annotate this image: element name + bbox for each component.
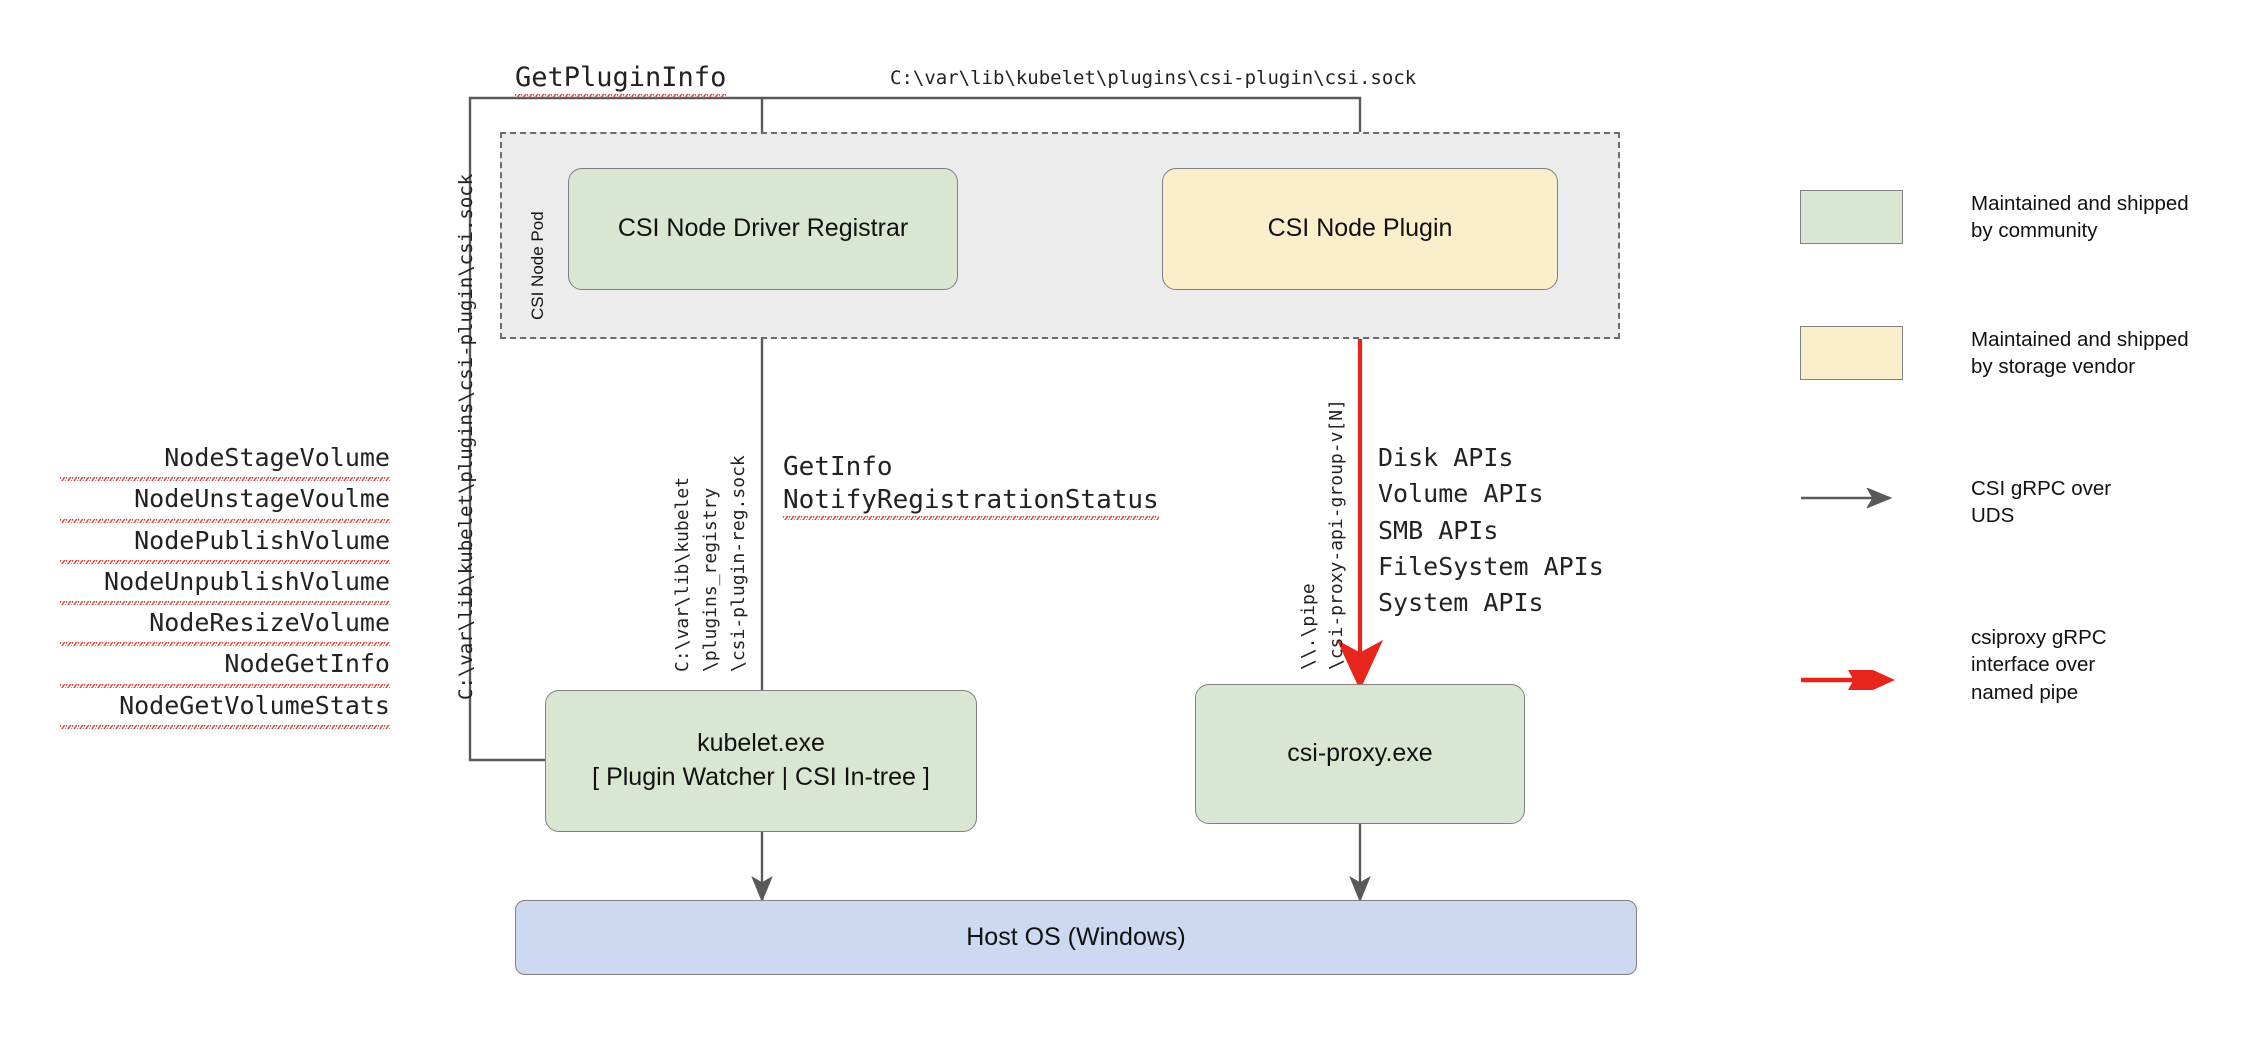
node-label: CSI Node Plugin xyxy=(1267,214,1453,243)
node-csi-proxy-exe[interactable]: csi-proxy.exe xyxy=(1195,684,1525,824)
api-item: NodePublishVolume xyxy=(60,522,390,564)
node-label: CSI Node Driver Registrar xyxy=(617,214,909,243)
api-item: NodeUnpublishVolume xyxy=(60,563,390,605)
node-csi-node-driver-registrar[interactable]: CSI Node Driver Registrar xyxy=(568,168,958,290)
csi-node-pod-label: CSI Node Pod xyxy=(528,211,547,320)
label-get-info: GetInfo xyxy=(783,452,893,482)
api-item: NodeUnstageVoulme xyxy=(60,481,390,523)
wire-kubelet-to-node-plugin xyxy=(468,96,762,762)
legend-label: csiproxy gRPC interface over named pipe xyxy=(1971,626,2107,704)
api-item: NodeResizeVolume xyxy=(60,605,390,647)
api-item: SMB APIs xyxy=(1378,515,1499,545)
legend-label: Maintained and shipped by storage vendor xyxy=(1971,328,2189,379)
api-item: NodeGetVolumeStats xyxy=(60,687,390,729)
label-get-plugin-info: GetPluginInfo xyxy=(515,62,727,98)
label-named-pipe-line1: \\.\pipe xyxy=(1298,583,1319,670)
api-item: NodeStageVolume xyxy=(60,440,390,482)
node-service-api-list: NodeStageVolume NodeUnstageVoulme NodePu… xyxy=(60,440,390,729)
label-named-pipe-line2: \csi-proxy-api-group-v[N] xyxy=(1326,399,1347,670)
node-host-os[interactable]: Host OS (Windows) xyxy=(515,900,1637,975)
legend-item-csi-grpc: CSI gRPC over UDS xyxy=(1800,477,2111,530)
api-item: FileSystem APIs xyxy=(1378,551,1604,581)
legend-item-community: Maintained and shipped by community xyxy=(1800,190,2189,245)
api-item: Disk APIs xyxy=(1378,443,1514,472)
node-label: csi-proxy.exe xyxy=(1287,739,1433,768)
node-kubelet-exe[interactable]: kubelet.exe [ Plugin Watcher | CSI In-tr… xyxy=(545,690,977,832)
node-label: Host OS (Windows) xyxy=(966,922,1186,951)
api-item: NodeGetInfo xyxy=(60,646,390,688)
api-item: System APIs xyxy=(1378,588,1544,617)
legend-item-csiproxy-grpc: csiproxy gRPC interface over named pipe xyxy=(1800,624,2107,706)
csi-proxy-api-list: Disk APIs Volume APIs SMB APIs FileSyste… xyxy=(1378,440,1718,621)
legend-item-vendor: Maintained and shipped by storage vendor xyxy=(1800,326,2189,381)
node-csi-node-plugin[interactable]: CSI Node Plugin xyxy=(1162,168,1558,290)
kubelet-title: kubelet.exe xyxy=(697,729,825,758)
legend-swatch-vendor xyxy=(1800,326,1903,380)
label-registry-sock-line1: C:\var\lib\kubelet xyxy=(672,476,693,672)
label-registry-sock-line2: \plugins_registry xyxy=(700,487,721,672)
legend-label: Maintained and shipped by community xyxy=(1971,192,2189,243)
kubelet-subtitle: [ Plugin Watcher | CSI In-tree ] xyxy=(592,763,930,791)
label-registry-sock-line3: \csi-plugin-reg.sock xyxy=(728,455,749,672)
legend-arrow-grey-icon xyxy=(1800,488,1903,508)
label-csi-sock-path-left: C:\var\lib\kubelet\plugins\csi-plugin\cs… xyxy=(455,173,477,700)
label-notify-registration-status: NotifyRegistrationStatus xyxy=(783,485,1159,520)
legend-arrow-red-icon xyxy=(1800,670,1903,690)
api-item: Volume APIs xyxy=(1378,479,1544,509)
legend-label: CSI gRPC over UDS xyxy=(1971,477,2112,528)
legend-swatch-community xyxy=(1800,190,1903,244)
label-csi-sock-path-top: C:\var\lib\kubelet\plugins\csi-plugin\cs… xyxy=(890,67,1417,89)
